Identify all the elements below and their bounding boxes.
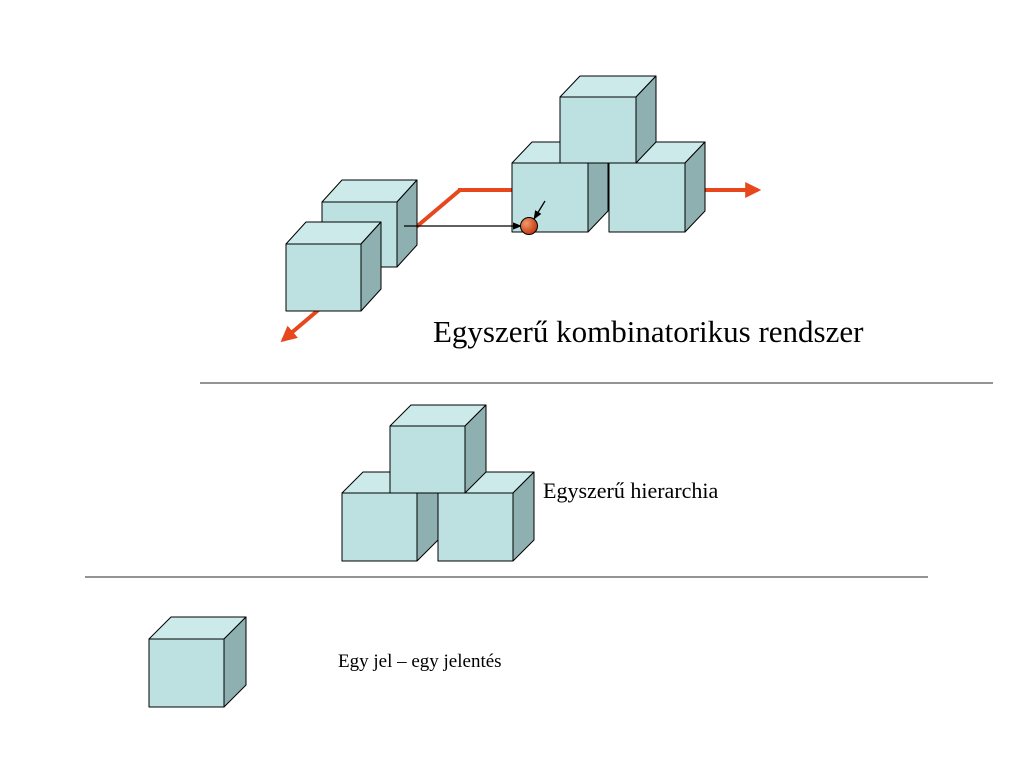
cube-front-face xyxy=(389,425,466,494)
node-dot xyxy=(520,217,538,235)
label-one-sign-one-meaning: Egy jel – egy jelentés xyxy=(338,651,502,672)
cube-hierarchy-top xyxy=(389,404,487,494)
label-combinatorial-system: Egyszerű kombinatorikus rendszer xyxy=(433,314,864,349)
cube-front-left xyxy=(285,221,382,312)
cube-front-face xyxy=(341,492,418,562)
cube-front-face xyxy=(437,492,514,562)
cube-front-face xyxy=(148,638,225,708)
cube-single xyxy=(148,616,247,708)
cube-front-face xyxy=(285,243,362,312)
pointer-arrow xyxy=(533,200,546,220)
label-simple-hierarchy: Egyszerű hierarchia xyxy=(543,478,719,503)
cube-cluster-top xyxy=(559,75,657,164)
cube-front-face xyxy=(608,162,686,233)
cube-front-face xyxy=(559,96,637,164)
